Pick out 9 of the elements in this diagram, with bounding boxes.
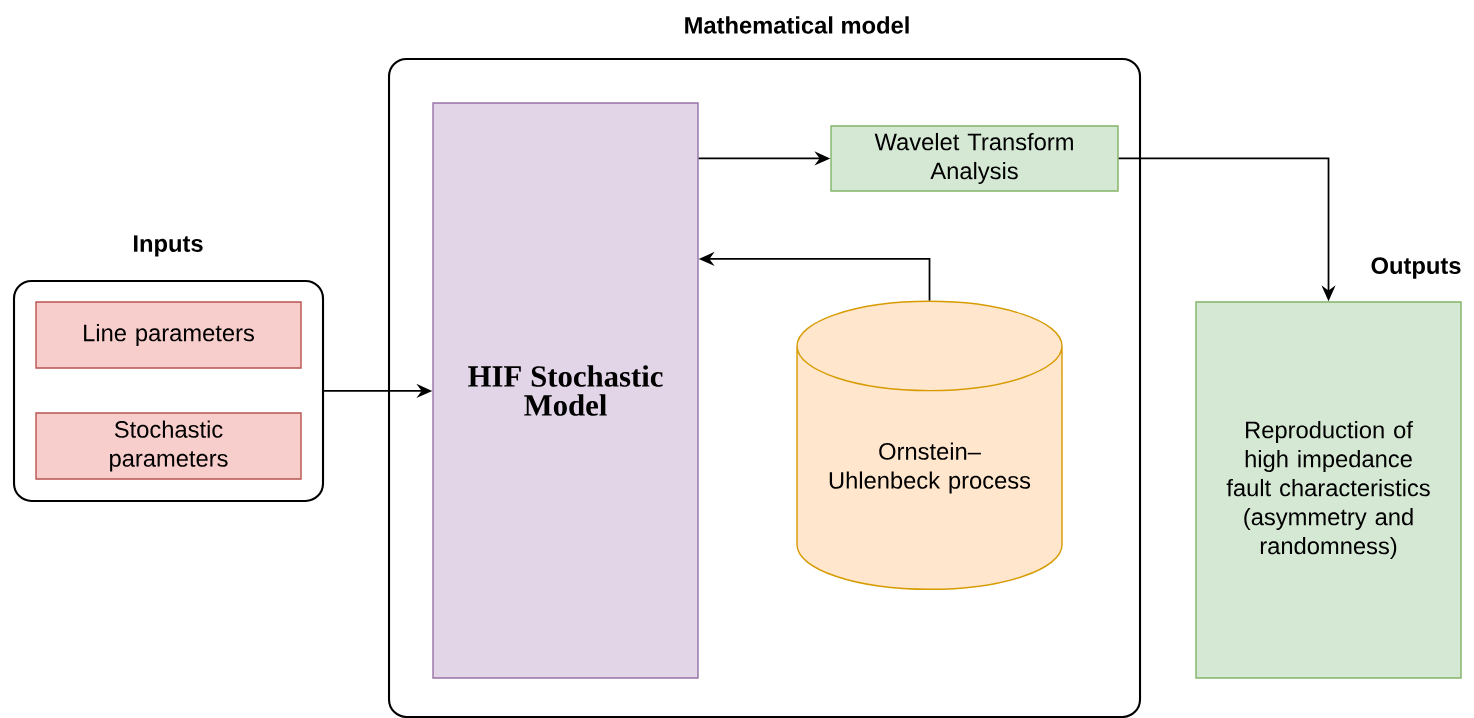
parameter-box: Stochastic parameters bbox=[35, 412, 302, 480]
heading: Outputs bbox=[1371, 257, 1461, 279]
model-box: HIF Stochastic Model bbox=[432, 102, 699, 679]
output-box: Reproduction of high impedance fault characteristics (asymmetry and randomness) bbox=[1195, 301, 1462, 679]
parameter-box: Line parameters bbox=[35, 301, 302, 369]
database-cylinder: Ornstein–Uhlenbeck process bbox=[796, 300, 1063, 591]
heading: Mathematical model bbox=[685, 16, 909, 34]
process-box: Wavelet Transform Analysis bbox=[830, 125, 1119, 192]
heading: Inputs bbox=[134, 235, 203, 257]
